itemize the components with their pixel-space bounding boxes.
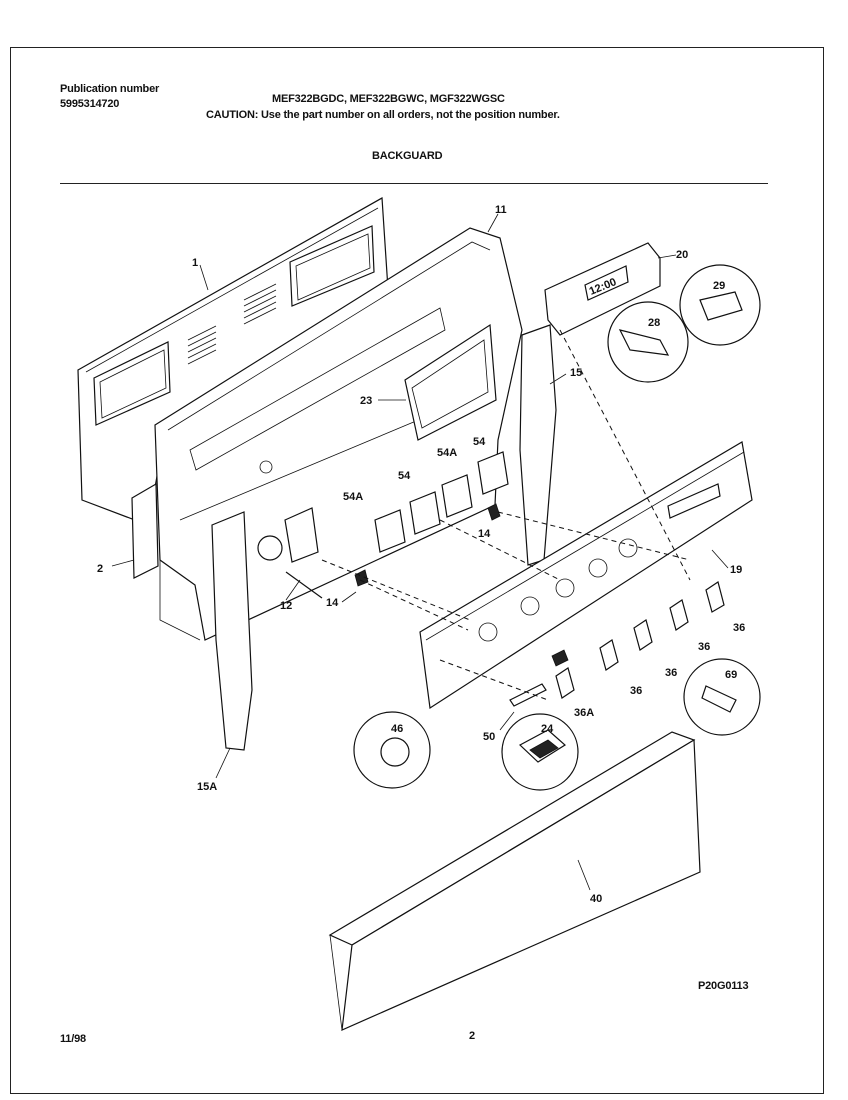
- callout-label: 54A: [343, 491, 363, 503]
- callout-label: 54: [398, 470, 411, 482]
- callout-label: 46: [391, 723, 403, 735]
- assembly-lines: [321, 329, 691, 701]
- right-side-rail-part: [519, 324, 557, 566]
- callout-label: 15: [570, 367, 582, 379]
- page-number: 2: [469, 1030, 475, 1042]
- callout-label: 54A: [437, 447, 457, 459]
- switch-parts-group: [257, 451, 509, 599]
- callout-label: 28: [648, 317, 660, 329]
- callout-label: 11: [495, 204, 507, 216]
- callout-label: 40: [590, 893, 602, 905]
- drawing-code: P20G0113: [698, 980, 749, 992]
- side-bracket-part: [131, 482, 159, 579]
- left-side-rail-part: [211, 511, 253, 751]
- header-rule: [60, 183, 768, 184]
- bracket-part: [404, 323, 497, 441]
- callout-label: 23: [360, 395, 372, 407]
- revision-date: 11/98: [60, 1033, 86, 1045]
- callout-label: 1: [192, 257, 198, 269]
- callout-labels: 1 11 20 29 28 15 23 54 54A 54 54A 14 2 1…: [97, 204, 745, 905]
- trim-50-part: [509, 683, 547, 707]
- clock-timer-part: 12:00: [544, 242, 661, 336]
- callout-label: 36: [630, 685, 642, 697]
- callout-label: 20: [676, 249, 688, 261]
- knob-36-group: [551, 581, 725, 699]
- callout-label: 69: [725, 669, 737, 681]
- callout-label: 2: [97, 563, 103, 575]
- callout-label: 36: [698, 641, 710, 653]
- callout-label: 29: [713, 280, 725, 292]
- page-border: [10, 47, 824, 1094]
- caution-note: CAUTION: Use the part number on all orde…: [206, 109, 560, 121]
- model-numbers: MEF322BGDC, MEF322BGWC, MGF322WGSC: [272, 93, 505, 105]
- publication-number: 5995314720: [60, 98, 120, 110]
- callout-label: 14: [326, 597, 339, 609]
- callout-label: 36: [665, 667, 677, 679]
- callout-label: 36A: [574, 707, 594, 719]
- callout-label: 24: [541, 723, 554, 735]
- callout-label: 36: [733, 622, 745, 634]
- callout-label: 54: [473, 436, 486, 448]
- callout-label: 12: [280, 600, 292, 612]
- control-panel-part: [419, 441, 753, 710]
- callout-label: 14: [478, 528, 491, 540]
- leader-lines: [111, 213, 729, 891]
- callout-label: 15A: [197, 781, 217, 793]
- publication-label: Publication number: [60, 83, 160, 95]
- section-title: BACKGUARD: [372, 150, 443, 162]
- callout-label: 19: [730, 564, 742, 576]
- callout-label: 50: [483, 731, 495, 743]
- lower-trim-part: [328, 731, 701, 1031]
